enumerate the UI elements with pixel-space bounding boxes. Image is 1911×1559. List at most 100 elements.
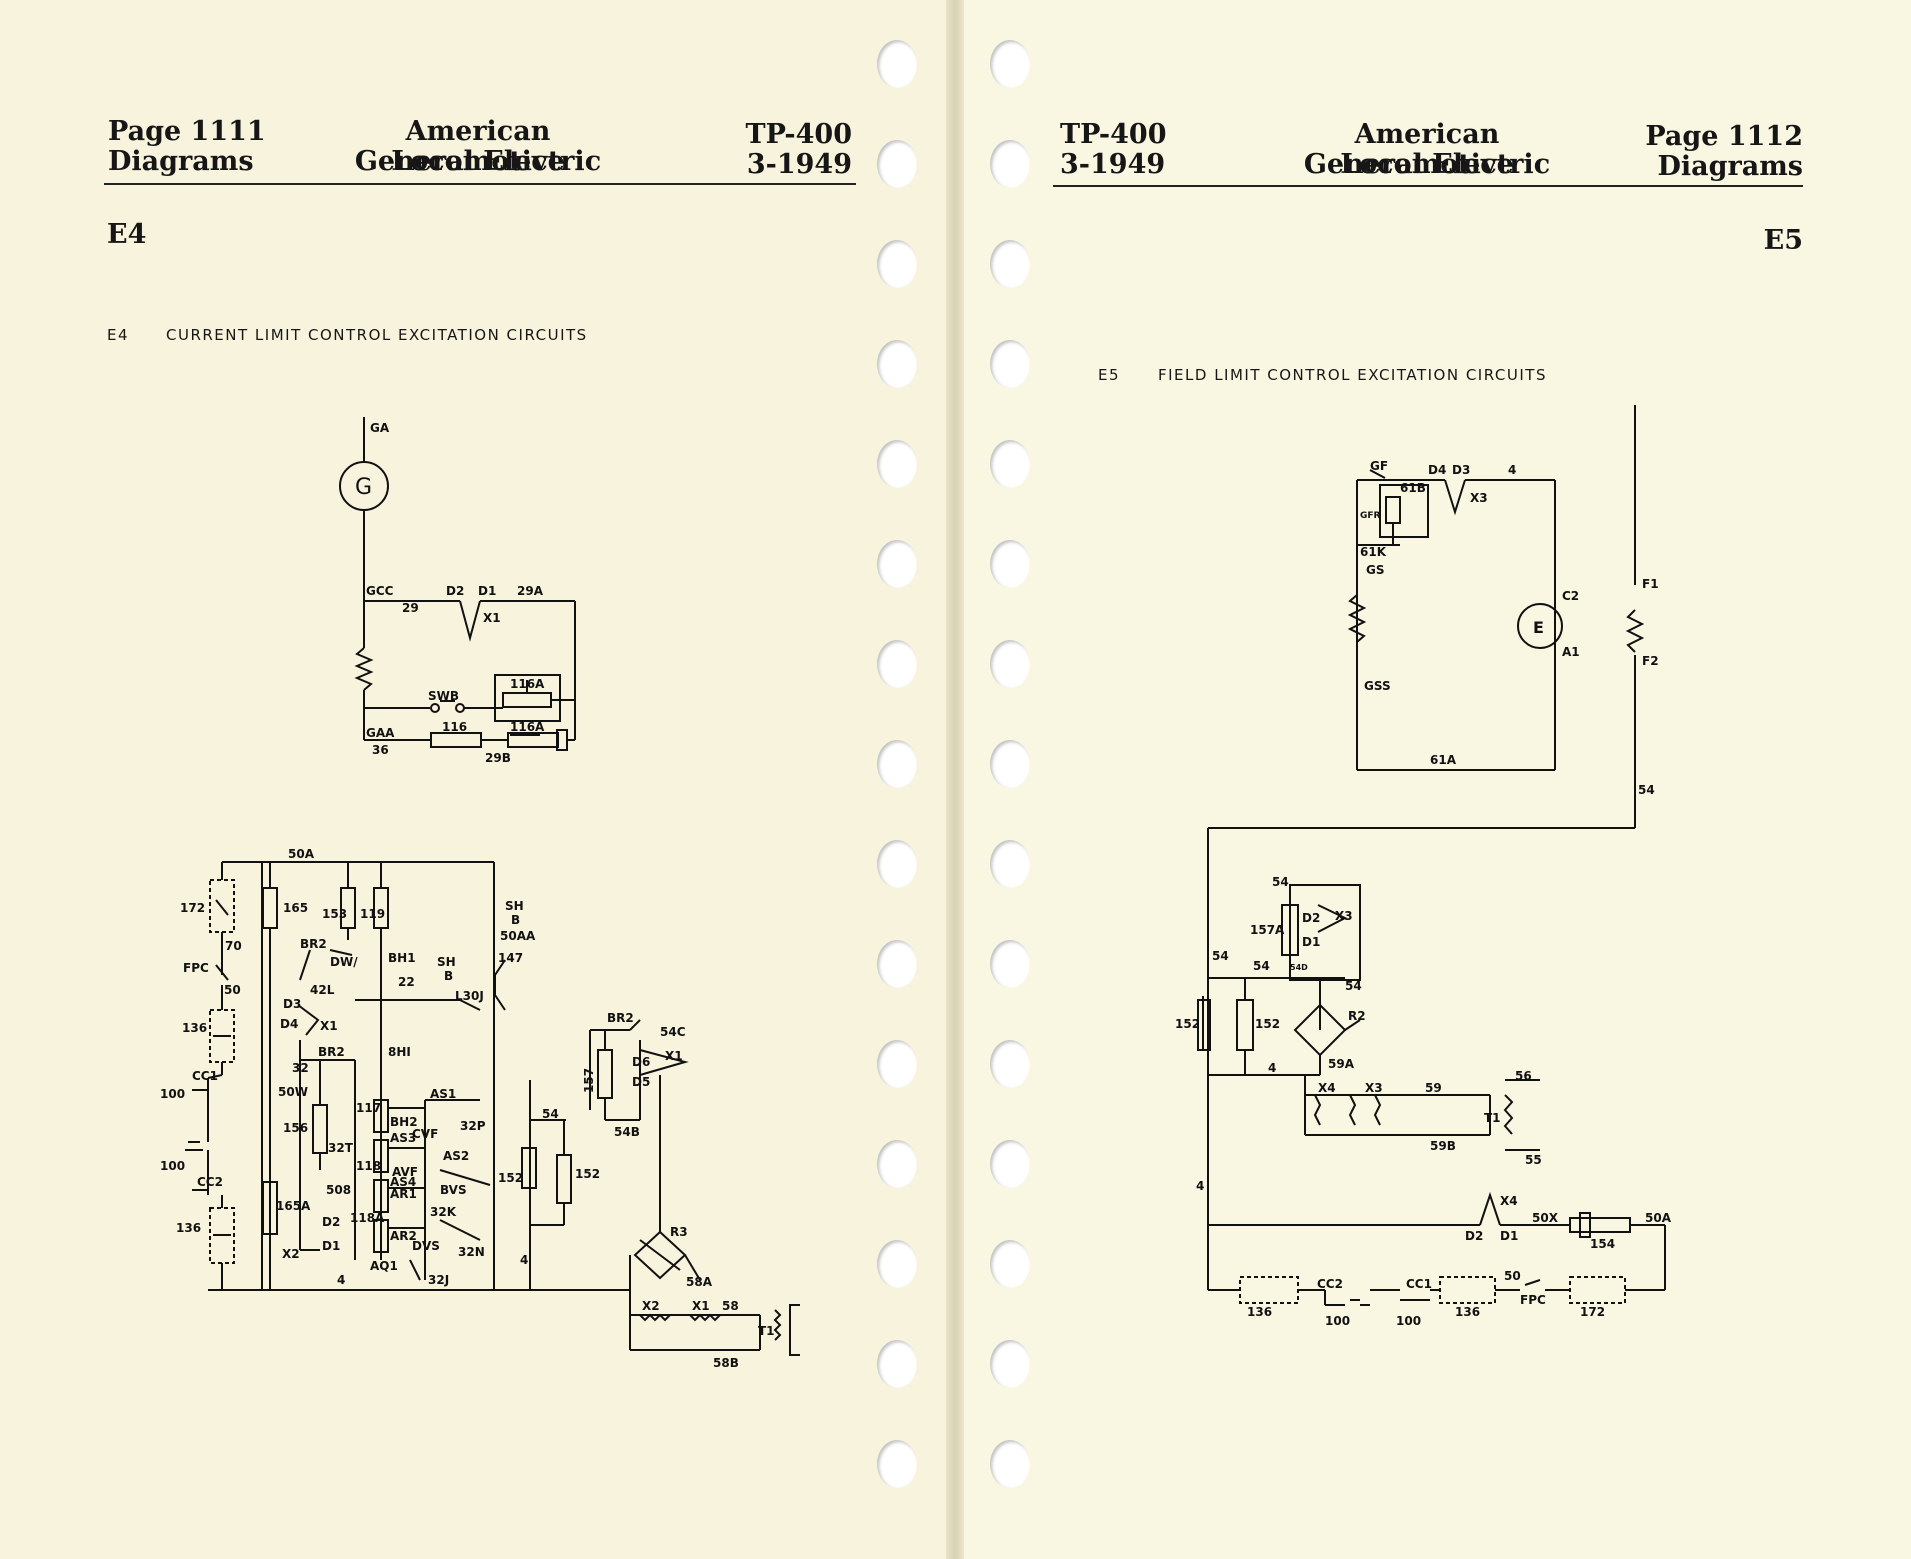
label: 119: [360, 907, 385, 921]
label: R2: [1348, 1009, 1366, 1023]
e4-labels: GA G GCC 29 D2 D1 29A X1 SWB 116A GAA 36…: [160, 421, 775, 1370]
label: 32K: [430, 1205, 457, 1219]
label: 100: [160, 1159, 185, 1173]
header-title-line2: General Electric: [354, 146, 602, 177]
label: 100: [1396, 1314, 1421, 1328]
label: X1: [320, 1019, 338, 1033]
binder-hole: [877, 340, 917, 388]
label: 152: [575, 1167, 600, 1181]
label: 59: [1425, 1081, 1442, 1095]
generator-letter: G: [355, 475, 372, 500]
e5-labels: GF D4 D3 4 61B X3 GFR 61K GS F1 C2 E A1 …: [1175, 459, 1672, 1328]
label: X1: [665, 1049, 683, 1063]
label: D4: [280, 1017, 298, 1031]
label: 156: [283, 1121, 308, 1135]
label: 4: [520, 1253, 528, 1267]
label: D6: [632, 1055, 650, 1069]
left-page: [0, 0, 955, 1559]
label: 58: [722, 1299, 739, 1313]
label: 8HI: [388, 1045, 411, 1059]
label: 29A: [517, 584, 544, 598]
label: 50: [224, 983, 241, 997]
label: 22: [398, 975, 415, 989]
label: 165A: [276, 1199, 311, 1213]
label: GA: [370, 421, 390, 435]
label: 100: [160, 1087, 185, 1101]
label: 154: [1590, 1237, 1615, 1251]
label: D2: [1465, 1229, 1483, 1243]
label: 56: [1515, 1069, 1532, 1083]
label: X1: [692, 1299, 710, 1313]
label: 29: [402, 601, 419, 615]
binder-hole: [990, 540, 1030, 588]
binding-gutter: [946, 0, 964, 1559]
label: D2: [1302, 911, 1320, 925]
binder-hole: [877, 640, 917, 688]
label: 136: [1247, 1305, 1272, 1319]
binder-hole: [877, 1140, 917, 1188]
label: BR2: [300, 937, 327, 951]
label: X4: [1318, 1081, 1336, 1095]
label: 32T: [328, 1141, 354, 1155]
label: X3: [1335, 909, 1353, 923]
label: CC2: [197, 1175, 223, 1189]
label: AR1: [390, 1187, 417, 1201]
label: 152: [1255, 1017, 1280, 1031]
label: 4: [1196, 1179, 1204, 1193]
label: GAA: [366, 726, 395, 740]
label: DVS: [412, 1239, 440, 1253]
label: GFR: [1360, 511, 1381, 521]
label: 152: [1175, 1017, 1200, 1031]
label: 61K: [1360, 545, 1387, 559]
binder-hole: [990, 1440, 1030, 1488]
header-title-line1: American Locomotive: [391, 116, 565, 177]
label: DW/: [330, 955, 358, 969]
binder-hole: [877, 1040, 917, 1088]
label: SWB: [428, 689, 459, 703]
label: CC1: [1406, 1277, 1432, 1291]
label: 32N: [458, 1245, 485, 1259]
section-code: E5: [1763, 225, 1803, 256]
label: 32P: [460, 1119, 486, 1133]
doc-number: TP-400: [1060, 119, 1167, 150]
label: GSS: [1364, 679, 1391, 693]
label: 153: [322, 907, 347, 921]
label: GS: [1366, 563, 1385, 577]
label: AR2: [390, 1229, 417, 1243]
label: D1: [1500, 1229, 1518, 1243]
binder-hole: [877, 140, 917, 188]
binder-hole: [990, 840, 1030, 888]
label: 54: [1272, 875, 1289, 889]
label: X2: [282, 1247, 300, 1261]
label: 4: [1508, 463, 1516, 477]
label: 157: [582, 1068, 596, 1093]
label: B: [444, 969, 453, 983]
label: 54C: [660, 1025, 686, 1039]
label: BR2: [607, 1011, 634, 1025]
label: 117: [356, 1101, 381, 1115]
label: 152: [498, 1171, 523, 1185]
label: GF: [1370, 459, 1388, 473]
section-name: Diagrams: [108, 146, 254, 177]
label: 165: [283, 901, 308, 915]
diagram-code: E4: [107, 326, 130, 344]
label: 54: [1253, 959, 1270, 973]
label: 58B: [713, 1356, 739, 1370]
binder-hole: [990, 140, 1030, 188]
binder-hole: [990, 340, 1030, 388]
header-rule: [1053, 185, 1803, 187]
label: AS2: [443, 1149, 469, 1163]
label: 50X: [1532, 1211, 1559, 1225]
label: B: [511, 913, 520, 927]
label: SH: [505, 899, 524, 913]
label: AS4: [390, 1175, 416, 1189]
doc-date: 3-1949: [746, 149, 852, 180]
label: 50A: [1645, 1211, 1672, 1225]
label: 4: [337, 1273, 345, 1287]
label: 54: [1638, 783, 1655, 797]
label: D1: [478, 584, 496, 598]
e5-control-circuit: [1197, 884, 1666, 1306]
binder-hole: [877, 440, 917, 488]
label: 54: [1212, 949, 1229, 963]
